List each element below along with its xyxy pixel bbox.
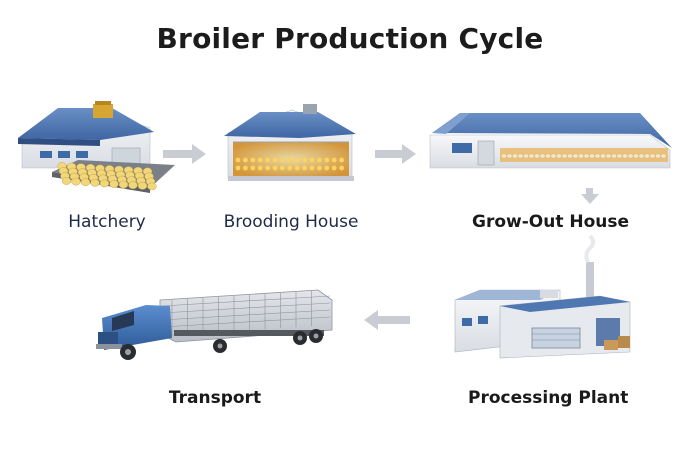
chick (339, 157, 344, 163)
stage-label-transport: Transport (168, 388, 262, 408)
flow-arrow (375, 144, 416, 164)
broiler (561, 153, 568, 159)
chick (287, 157, 293, 163)
flow-arrow (581, 188, 599, 204)
broiler (616, 153, 623, 159)
egg (147, 182, 157, 191)
chick (235, 157, 241, 163)
diagram-title: Broiler Production Cycle (156, 22, 544, 55)
chick (309, 157, 315, 163)
broiler (556, 153, 562, 159)
chick (287, 165, 293, 171)
egg (118, 180, 129, 189)
chick (324, 157, 330, 163)
egg (99, 179, 110, 188)
broiler (545, 153, 551, 159)
stage-label-hatchery: Hatchery (68, 212, 146, 232)
chick (317, 165, 322, 171)
egg (80, 178, 91, 187)
stage-label-grow-out-house: Grow-Out House (472, 212, 630, 232)
broiler (600, 153, 606, 159)
chick (331, 165, 337, 171)
chick (294, 157, 300, 163)
broiler (583, 153, 590, 159)
grow-out-house (429, 113, 672, 169)
chick (339, 165, 344, 171)
broiler (523, 153, 529, 159)
egg (137, 181, 148, 190)
broiler (644, 153, 650, 159)
trailer-rail (161, 295, 331, 307)
broiler (572, 153, 579, 159)
broiler (567, 153, 573, 159)
broiler (622, 153, 628, 159)
chick (302, 165, 307, 171)
chick (302, 157, 307, 163)
trailer-rail (161, 302, 331, 314)
chick (280, 165, 285, 171)
trailer-rail (161, 316, 331, 328)
broiler (512, 153, 518, 159)
egg (128, 181, 138, 190)
chick (324, 165, 330, 171)
egg-tray (52, 160, 175, 193)
chick (243, 165, 248, 171)
chick (265, 165, 270, 171)
chick (257, 157, 263, 163)
chick (309, 165, 315, 171)
chick (257, 165, 263, 171)
flow-arrow (163, 144, 206, 164)
chick (280, 157, 285, 163)
chick (331, 157, 337, 163)
livestock-truck (96, 289, 333, 360)
broiler (589, 153, 595, 159)
egg (90, 178, 100, 187)
broiler (534, 153, 540, 159)
chick (235, 165, 241, 171)
chick (250, 165, 256, 171)
hatchery-building (18, 101, 154, 169)
broiler (627, 153, 634, 159)
broiler (528, 153, 535, 159)
broiler (578, 153, 584, 159)
broiler (517, 153, 524, 159)
chick (243, 157, 248, 163)
chick (250, 157, 256, 163)
broiler (539, 153, 546, 159)
processing-plant (454, 234, 631, 359)
flow-arrow (364, 310, 410, 330)
stage-label-processing-plant: Processing Plant (468, 388, 629, 408)
trailer-rail (161, 309, 331, 321)
broiler (550, 153, 557, 159)
broiler (638, 153, 645, 159)
broiler (506, 153, 513, 159)
egg (109, 180, 119, 188)
broiler (633, 153, 639, 159)
broiler (660, 153, 667, 159)
broiler (611, 153, 617, 159)
broiler (594, 153, 601, 159)
broiler (605, 153, 612, 159)
broiler (655, 153, 661, 159)
brooding-house (224, 104, 356, 181)
broiler (501, 153, 507, 159)
broiler (649, 153, 656, 159)
chick (265, 157, 270, 163)
egg (71, 177, 81, 186)
chick (317, 157, 322, 163)
egg (61, 177, 72, 185)
stage-label-brooding-house: Brooding House (223, 212, 359, 232)
chick (272, 157, 278, 163)
chick (272, 165, 278, 171)
chick (294, 165, 300, 171)
